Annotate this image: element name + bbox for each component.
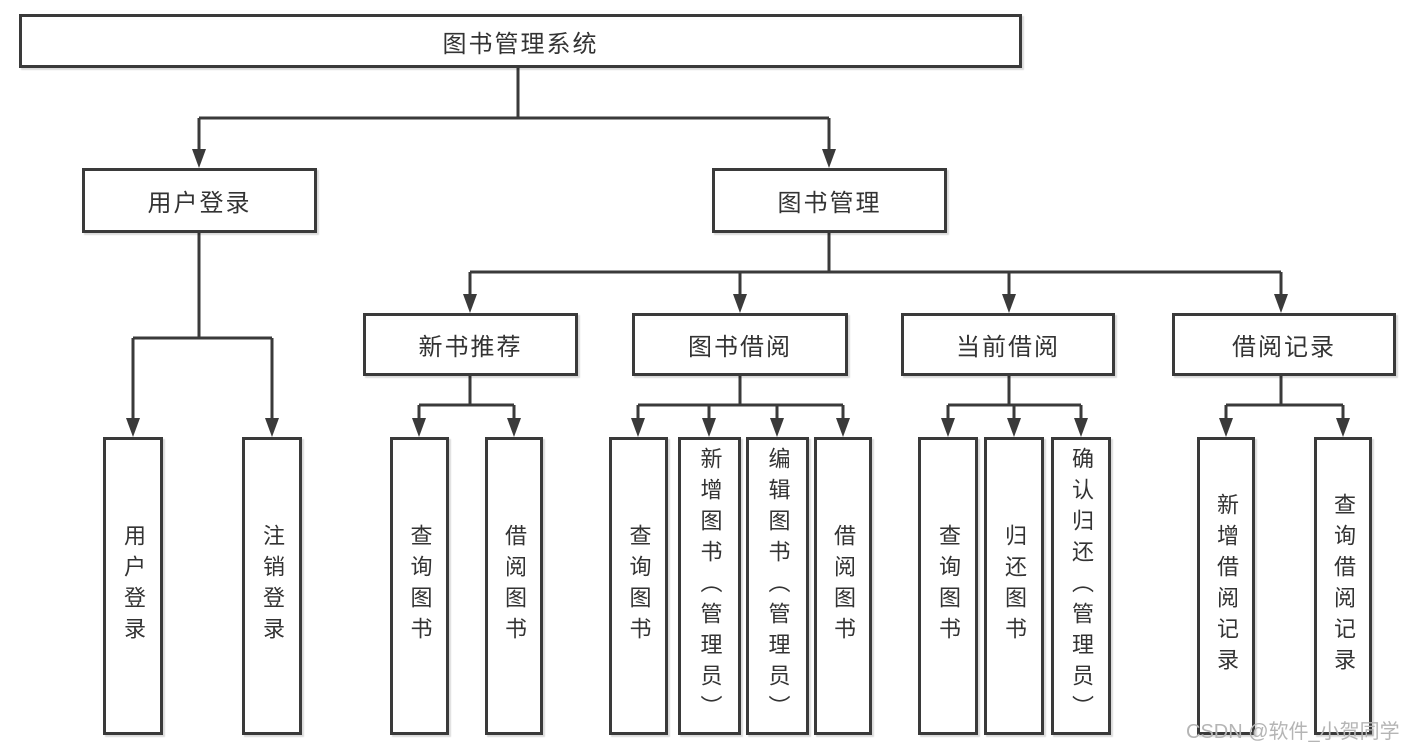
node-user-login: 用户登录 (82, 168, 317, 233)
leaf-user-login: 用户登录 (103, 437, 163, 735)
leaf-logout: 注销登录 (242, 437, 302, 735)
leaf-user-login-label: 用户登录 (121, 524, 146, 648)
leaf-query-books-2-label: 查询图书 (626, 524, 652, 648)
leaf-borrow-book-1-label: 借阅图书 (502, 524, 527, 648)
leaf-return-book: 归还图书 (984, 437, 1044, 735)
node-new-book-rec-label: 新书推荐 (418, 334, 523, 361)
leaf-logout-label: 注销登录 (260, 524, 285, 648)
node-current-borrow-label: 当前借阅 (956, 334, 1060, 361)
node-book-mgmt-label: 图书管理 (777, 190, 882, 217)
leaf-borrow-book-2-label: 借阅图书 (831, 524, 856, 648)
leaf-borrow-book-1: 借阅图书 (485, 437, 543, 735)
leaf-add-borrow-record-label: 新增借阅记录 (1214, 493, 1239, 679)
node-user-login-label: 用户登录 (147, 190, 252, 217)
leaf-add-book-admin: 新增图书（管理员） (678, 437, 741, 735)
leaf-query-books-1: 查询图书 (390, 437, 449, 735)
leaf-confirm-return-admin: 确认归还（管理员） (1051, 437, 1111, 735)
leaf-return-book-label: 归还图书 (1002, 524, 1027, 648)
watermark: CSDN @软件_小贺同学 (1186, 721, 1400, 743)
leaf-query-borrow-record-label: 查询借阅记录 (1331, 493, 1356, 679)
node-new-book-rec: 新书推荐 (363, 313, 578, 376)
node-borrow-records: 借阅记录 (1172, 313, 1396, 376)
node-borrow-records-label: 借阅记录 (1232, 334, 1336, 361)
leaf-add-borrow-record: 新增借阅记录 (1197, 437, 1255, 735)
leaf-edit-book-admin-label: 编辑图书（管理员） (765, 446, 791, 726)
leaf-query-books-1-label: 查询图书 (407, 524, 433, 648)
node-root: 图书管理系统 (19, 14, 1022, 68)
node-current-borrow: 当前借阅 (901, 313, 1115, 376)
leaf-query-books-3-label: 查询图书 (936, 524, 961, 648)
node-book-borrow: 图书借阅 (632, 313, 848, 376)
leaf-confirm-return-admin-label: 确认归还（管理员） (1069, 446, 1094, 726)
leaf-query-books-3: 查询图书 (918, 437, 978, 735)
node-book-mgmt: 图书管理 (712, 168, 947, 233)
leaf-query-borrow-record: 查询借阅记录 (1314, 437, 1372, 735)
leaf-add-book-admin-label: 新增图书（管理员） (697, 446, 723, 726)
leaf-edit-book-admin: 编辑图书（管理员） (746, 437, 809, 735)
leaf-query-books-2: 查询图书 (609, 437, 668, 735)
node-root-label: 图书管理系统 (442, 30, 599, 58)
node-book-borrow-label: 图书借阅 (688, 334, 792, 361)
leaf-borrow-book-2: 借阅图书 (814, 437, 872, 735)
